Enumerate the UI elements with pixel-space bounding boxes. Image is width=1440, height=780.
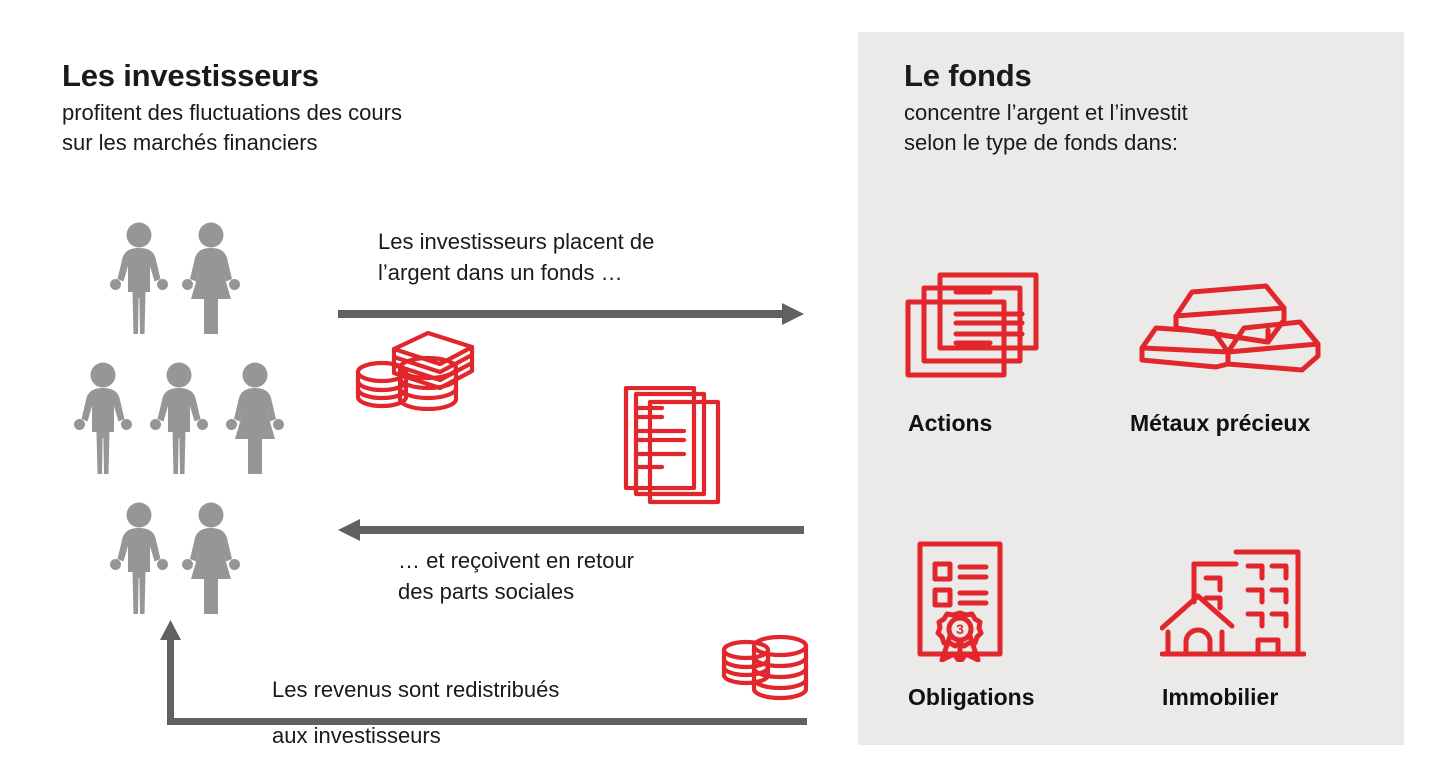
flow-label-income-line-2: aux investisseurs (272, 723, 441, 748)
asset-cell-realestate[interactable]: Immobilier (1160, 540, 1306, 711)
investor-figure-man-3 (148, 362, 210, 477)
arrow-income-redistribution (155, 620, 807, 736)
fund-title: Le fonds (904, 58, 1032, 93)
share-documents-icon (622, 385, 722, 514)
investor-figure-man-1 (108, 222, 170, 337)
gold-bars-icon (1139, 283, 1321, 373)
flow-label-invest: Les investisseurs placent de l’argent da… (378, 226, 738, 288)
investor-figure-woman-1 (180, 222, 242, 337)
fund-subtitle-line-1: concentre l’argent et l’investit (904, 100, 1188, 125)
investors-subtitle-line-1: profitent des fluctuations des cours (62, 100, 402, 125)
investor-figure-woman-3 (180, 502, 242, 617)
investors-header: Les investisseurs profitent des fluctuat… (62, 60, 582, 158)
arrow-fund-to-investors (338, 519, 804, 541)
svg-text:3: 3 (956, 621, 964, 637)
flow-label-invest-line-2: l’argent dans un fonds … (378, 260, 623, 286)
asset-label-metals: Métaux précieux (1130, 410, 1311, 436)
flow-label-shares: … et reçoivent en retour des parts socia… (398, 545, 758, 607)
money-stack-icon (354, 327, 478, 412)
arrow-investors-to-fund (338, 303, 804, 325)
investors-title: Les investisseurs (62, 58, 319, 93)
investors-subtitle-line-2: sur les marchés financiers (62, 129, 318, 155)
asset-cell-metals[interactable]: Métaux précieux (1128, 270, 1328, 437)
investor-figure-woman-2 (224, 362, 286, 477)
asset-label-actions: Actions (908, 410, 993, 436)
real-estate-icon (1160, 549, 1306, 657)
investor-figure-man-4 (108, 502, 170, 617)
flow-label-income-line-1: Les revenus sont redistribués (272, 677, 560, 702)
bond-certificate-icon: 3 (917, 541, 1003, 662)
flow-label-shares-line-1: … et reçoivent en retour (398, 548, 635, 573)
flow-label-shares-line-2: des parts sociales (398, 579, 575, 605)
stock-certificates-icon (905, 272, 1039, 378)
asset-label-realestate: Immobilier (1162, 684, 1279, 710)
investors-people-group (68, 222, 288, 622)
investor-figure-man-2 (72, 362, 134, 477)
flow-label-invest-line-1: Les investisseurs placent de (378, 229, 655, 254)
fund-header: Le fonds concentre l’argent et l’investi… (904, 60, 1374, 158)
asset-cell-bonds[interactable]: 3 Obligations (904, 540, 1035, 711)
fund-subtitle-line-2: selon le type de fonds dans: (904, 129, 1178, 155)
asset-label-bonds: Obligations (908, 684, 1035, 710)
coin-stacks-icon (718, 633, 814, 705)
asset-cell-actions[interactable]: Actions (904, 270, 1054, 437)
